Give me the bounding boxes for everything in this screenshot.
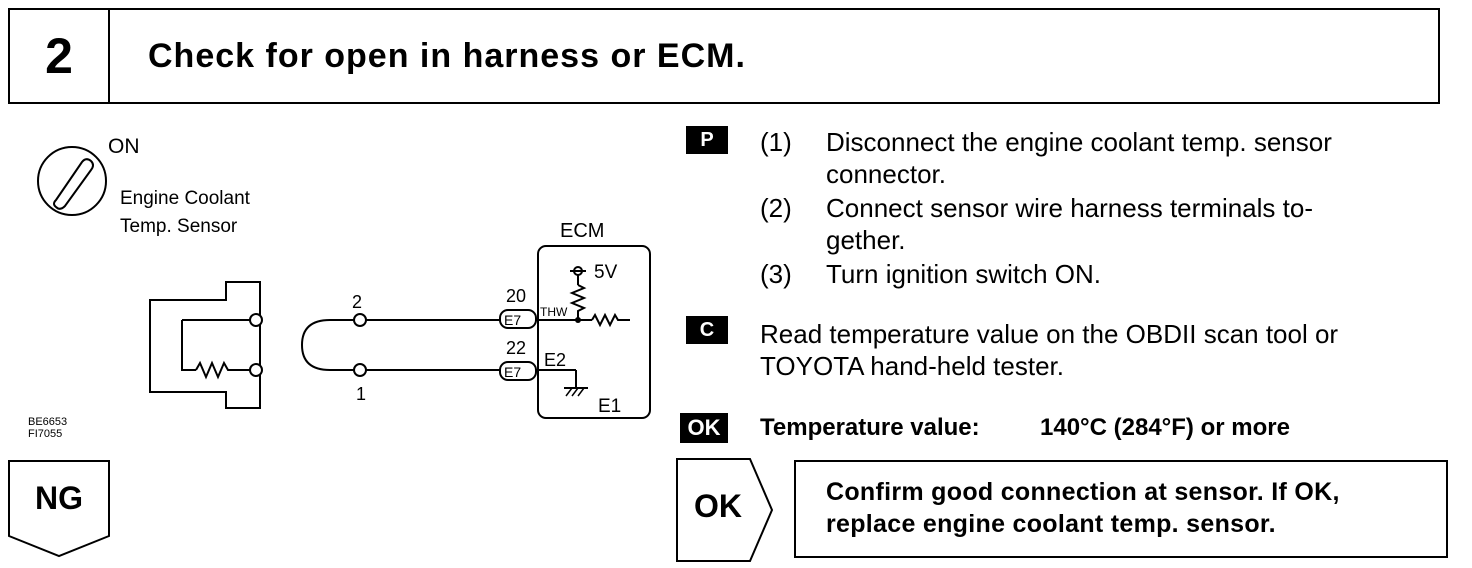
ok-spec-tag: OK bbox=[680, 413, 728, 443]
ok-tab[interactable] bbox=[676, 458, 776, 562]
c-tag: C bbox=[686, 316, 728, 344]
figure-code-2: FI7055 bbox=[28, 428, 63, 440]
step-header: 2 Check for open in harness or ECM. bbox=[8, 8, 1440, 104]
sensor-connector bbox=[149, 281, 263, 409]
sensor-label-line2: Temp. Sensor bbox=[120, 216, 238, 237]
svg-text:E7: E7 bbox=[504, 312, 521, 328]
ok-tab-label: OK bbox=[694, 488, 742, 524]
pin-2-label: 2 bbox=[352, 292, 362, 312]
ground-e1-label: E1 bbox=[598, 396, 621, 417]
p-tag: P bbox=[686, 126, 728, 154]
ground-icon bbox=[564, 370, 588, 397]
ok-result-box: Confirm good connection at sensor. If OK… bbox=[794, 460, 1448, 558]
ng-tab[interactable] bbox=[8, 460, 112, 560]
procedure-step-2: (2) Connect sensor wire harness terminal… bbox=[760, 193, 1313, 255]
voltage-5v-label: 5V bbox=[594, 262, 618, 283]
step-title: Check for open in harness or ECM. bbox=[148, 37, 746, 75]
wiring-diagram: ON Engine Coolant Temp. Sensor 2 1 ECM 2… bbox=[37, 135, 651, 419]
signal-thw-label: THW bbox=[540, 305, 568, 319]
signal-e2-label: E2 bbox=[544, 350, 566, 370]
ok-result-text: Confirm good connection at sensor. If OK… bbox=[826, 478, 1340, 538]
step-number: 2 bbox=[10, 10, 110, 102]
spec-label: Temperature value: bbox=[760, 414, 980, 441]
procedure-step-3: (3) Turn ignition switch ON. bbox=[760, 259, 1102, 289]
ignition-switch-icon bbox=[37, 146, 107, 216]
terminal-22-label: 22 bbox=[506, 338, 526, 358]
ecm-box bbox=[537, 245, 651, 419]
terminal-20-label: 20 bbox=[506, 286, 526, 306]
sensor-label-line1: Engine Coolant bbox=[120, 188, 251, 209]
figure-code-1: BE6653 bbox=[28, 416, 68, 428]
ecm-label: ECM bbox=[560, 220, 604, 242]
svg-text:E7: E7 bbox=[504, 364, 521, 380]
spec-value: 140°C (284°F) or more bbox=[1040, 414, 1290, 441]
figure-codes: BE6653 FI7055 bbox=[28, 416, 67, 440]
ignition-on-label: ON bbox=[108, 135, 140, 158]
pin-1-label: 1 bbox=[356, 384, 366, 404]
internal-resistor bbox=[578, 312, 630, 328]
check-instruction: Read temperature value on the OBDII scan… bbox=[760, 319, 1339, 381]
procedure-step-1: (1) Disconnect the engine coolant temp. … bbox=[760, 127, 1332, 189]
pullup-resistor bbox=[569, 266, 587, 323]
ng-label: NG bbox=[35, 480, 83, 516]
jumper-wire bbox=[300, 313, 367, 377]
